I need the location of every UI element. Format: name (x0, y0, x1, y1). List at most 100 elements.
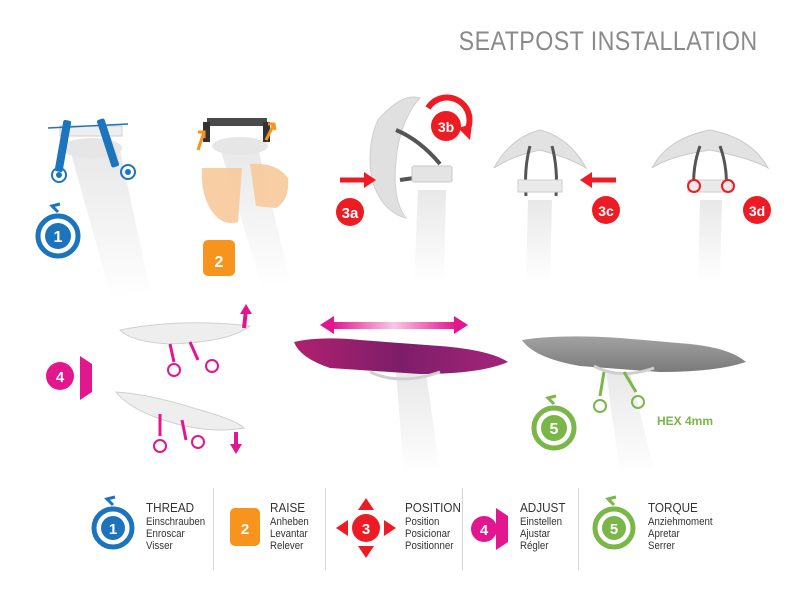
legend-line: Posicionar (405, 528, 451, 540)
svg-text:5: 5 (550, 421, 559, 438)
position-saddle-illustration (294, 316, 508, 474)
legend-icon-raise: 2 (230, 508, 260, 546)
svg-text:4: 4 (56, 369, 65, 386)
legend-icon-position: 3 (336, 498, 396, 558)
saddle-upper (118, 322, 252, 345)
svg-text:1: 1 (54, 229, 63, 246)
svg-text:2: 2 (241, 521, 249, 538)
legend-line: Einschrauben (146, 516, 206, 528)
saddle-rails (369, 370, 441, 381)
rotate-arrow-icon (191, 435, 205, 449)
saddle-rails (593, 364, 655, 375)
seatpost-shaft (606, 372, 654, 474)
legend-line: Einstellen (520, 516, 562, 528)
legend-divider (325, 488, 326, 570)
legend-line: Serrer (648, 540, 675, 552)
step-2-illustration: 2 (196, 118, 290, 288)
legend-title: POSITION (405, 500, 461, 515)
bolt-pair (168, 341, 200, 363)
step-5-badge: 5 (531, 394, 577, 451)
svg-text:3a: 3a (342, 205, 359, 222)
rotate-arrow-icon (51, 167, 67, 183)
step-3d-illustration: 3d (651, 129, 771, 282)
seatpost-shaft (396, 372, 440, 474)
arrow-right-icon (454, 316, 468, 334)
seatpost-shaft (526, 200, 552, 282)
legend-title: RAISE (270, 500, 306, 515)
legend-divider (213, 488, 214, 570)
bolt-pair (158, 414, 188, 441)
step-5-illustration: 5 (522, 336, 746, 474)
legend-divider (578, 488, 579, 570)
highlight-ring-icon (687, 179, 701, 193)
legend-icon-thread: 1 (91, 495, 135, 550)
svg-text:2: 2 (215, 254, 224, 271)
seatpost-shaft (698, 200, 722, 282)
step-4-illustration: 4 (46, 304, 252, 454)
raise-arrow-icon (196, 130, 206, 151)
svg-text:4: 4 (480, 522, 489, 539)
bolt-pair (598, 371, 638, 397)
legend-line: Visser (146, 540, 173, 552)
step-3a-badge: 3a (336, 198, 364, 226)
legend-line: Anziehmoment (648, 516, 713, 528)
arrow-left-icon (320, 316, 334, 334)
step-1-illustration: 1 (35, 118, 150, 300)
legend-line: Relever (270, 540, 304, 552)
rotate-arrow-icon (631, 395, 645, 409)
bolt-left (54, 120, 72, 172)
svg-text:5: 5 (610, 521, 618, 538)
svg-text:3c: 3c (598, 203, 614, 219)
rotate-arrow-icon (120, 164, 136, 180)
saddle-rails (207, 118, 267, 126)
raise-arrow-icon (264, 122, 277, 141)
step-3ab-illustration: 3a 3b (336, 94, 473, 282)
seatpost-head (212, 137, 268, 155)
rotate-arrow-icon (167, 363, 181, 377)
legend-icon-adjust: 4 (471, 508, 508, 550)
rail-end (263, 122, 270, 142)
step-1-badge: 1 (35, 202, 81, 259)
legend-line: Ajustar (520, 528, 551, 540)
rotate-arrow-icon (153, 439, 167, 453)
seatpost-shaft (70, 150, 150, 300)
legend-icon-torque: 5 (592, 495, 636, 550)
tilted-saddle (369, 96, 421, 219)
step-3d-badge: 3d (743, 196, 771, 224)
arrow-down-head (230, 444, 242, 454)
arrow-right-head (364, 172, 376, 188)
hand-right (250, 163, 289, 208)
legend-line: Position (405, 516, 440, 528)
legend-line: Anheben (270, 516, 309, 528)
svg-text:3: 3 (362, 521, 370, 538)
saddle-lower (114, 391, 246, 431)
step-4-badge: 4 (46, 362, 74, 390)
legend-title: TORQUE (648, 500, 698, 515)
bolt-right (96, 118, 120, 168)
rail-end (203, 122, 210, 142)
rotate-arrow-icon (205, 359, 219, 373)
legend-divider (462, 488, 463, 570)
step-3c-illustration: 3c (493, 129, 620, 282)
step-3b-badge: 3b (425, 94, 473, 141)
legend-line: Apretar (648, 528, 680, 540)
hand-icon: 2 (203, 240, 235, 276)
legend-title: ADJUST (520, 500, 566, 515)
up-down-arrow-icon (80, 356, 92, 400)
highlight-ring-icon (721, 179, 735, 193)
legend-line: Régler (520, 540, 549, 552)
clamp-head (517, 179, 563, 193)
arrow-left-head (580, 172, 592, 188)
saddle-rear-view (493, 129, 588, 170)
legend-title: THREAD (146, 500, 195, 515)
saddle-rear-view (651, 129, 770, 170)
clamp-guide-line (47, 123, 129, 129)
page-title: SEATPOST INSTALLATION (459, 26, 758, 56)
clamp-head (411, 165, 453, 183)
step-3c-badge: 3c (592, 196, 620, 224)
arrow-up-head (240, 304, 252, 314)
seatpost-shaft (414, 190, 446, 282)
hand-left (201, 168, 242, 223)
